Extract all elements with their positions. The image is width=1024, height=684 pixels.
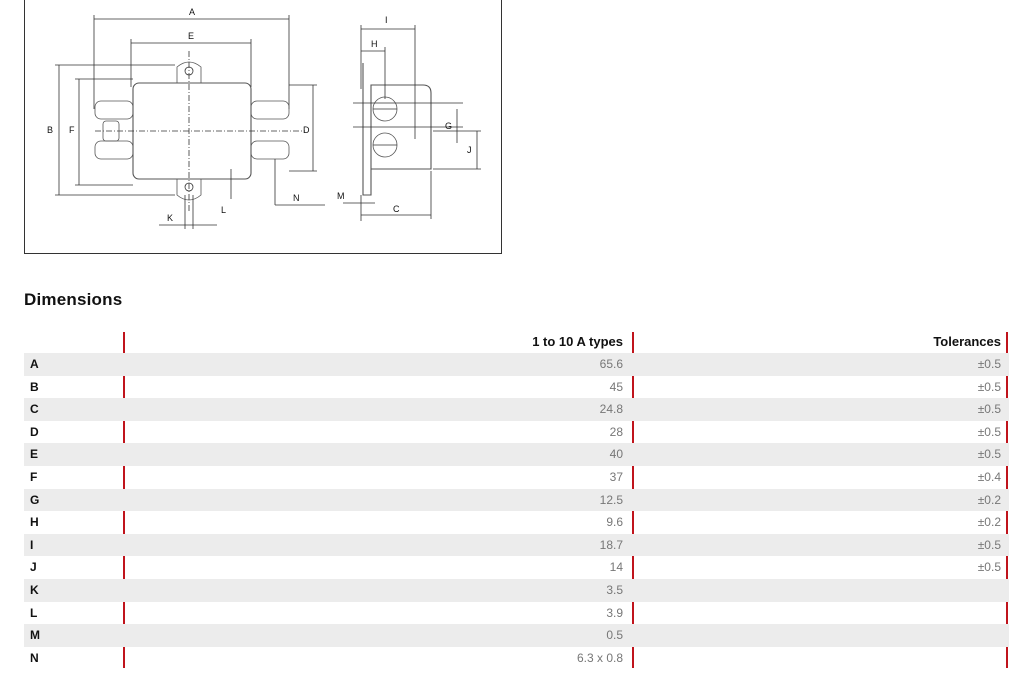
row-tolerance: ±0.4	[977, 469, 1001, 484]
header-tolerances: Tolerances	[933, 334, 1001, 349]
label-G: G	[445, 121, 452, 131]
table-row: H 9.6 ±0.2	[24, 511, 1009, 534]
row-tolerance: ±0.5	[977, 357, 1001, 371]
row-value: 3.9	[606, 605, 623, 620]
row-value: 6.3 x 0.8	[576, 650, 623, 665]
row-label: M	[30, 628, 40, 643]
table-row: G 12.5 ±0.2	[24, 488, 1009, 512]
row-value: 28	[609, 424, 623, 439]
table-row: D 28 ±0.5	[24, 421, 1009, 444]
label-L: L	[221, 205, 226, 215]
row-value: 40	[609, 447, 623, 462]
table-row: E 40 ±0.5	[24, 443, 1009, 466]
row-tolerance: ±0.2	[977, 515, 1001, 530]
row-label: F	[30, 469, 38, 484]
row-label: B	[30, 379, 39, 394]
row-label: H	[30, 515, 39, 530]
row-label: I	[30, 537, 34, 552]
table-row: N 6.3 x 0.8	[24, 647, 1009, 670]
row-label: J	[30, 560, 37, 575]
row-tolerance: ±0.5	[977, 402, 1001, 417]
row-label: D	[30, 424, 39, 439]
table-row: M 0.5	[24, 624, 1009, 647]
row-tolerance: ±0.5	[977, 379, 1001, 394]
label-C: C	[393, 204, 400, 214]
label-F: F	[69, 125, 75, 135]
row-value: 3.5	[606, 582, 623, 597]
label-K: K	[167, 213, 173, 223]
row-value: 45	[609, 379, 623, 394]
row-label: A	[30, 357, 39, 371]
row-value: 14	[609, 560, 623, 575]
row-value: 12.5	[599, 492, 623, 507]
label-D: D	[303, 125, 310, 135]
row-value: 9.6	[606, 515, 623, 530]
row-label: N	[30, 650, 39, 665]
table-row: C 24.8 ±0.5	[24, 398, 1009, 421]
table-row: K 3.5	[24, 578, 1009, 602]
row-value: 37	[609, 469, 623, 484]
row-tolerance: ±0.5	[977, 447, 1001, 462]
row-value: 65.6	[599, 357, 623, 371]
row-label: E	[30, 447, 39, 462]
table-row: L 3.9	[24, 602, 1009, 625]
label-B: B	[47, 125, 53, 135]
table-row: B 45 ±0.5	[24, 376, 1009, 399]
row-value: 24.8	[599, 402, 623, 417]
row-label: L	[30, 605, 38, 620]
table-row: J 14 ±0.5	[24, 556, 1009, 579]
section-title: Dimensions	[24, 290, 123, 309]
label-I: I	[385, 15, 388, 25]
row-tolerance: ±0.5	[977, 560, 1001, 575]
row-value: 0.5	[606, 628, 623, 643]
label-H: H	[371, 39, 378, 49]
label-A: A	[189, 7, 195, 17]
row-tolerance: ±0.5	[977, 424, 1001, 439]
row-value: 18.7	[599, 537, 623, 552]
label-M: M	[337, 191, 345, 201]
header-types: 1 to 10 A types	[532, 334, 623, 349]
table-row: F 37 ±0.4	[24, 466, 1009, 489]
table-header: 1 to 10 A types Tolerances	[24, 330, 1009, 353]
row-tolerance: ±0.2	[977, 492, 1001, 507]
table-row: A 65.6 ±0.5	[24, 353, 1009, 376]
table-row: I 18.7 ±0.5	[24, 533, 1009, 557]
label-N: N	[293, 193, 300, 203]
technical-drawing: A E B F D	[24, 0, 502, 254]
row-tolerance: ±0.5	[977, 537, 1001, 552]
row-label: G	[30, 492, 40, 507]
row-label: K	[30, 582, 39, 597]
label-J: J	[467, 145, 472, 155]
row-label: C	[30, 402, 39, 417]
label-E: E	[188, 31, 194, 41]
dimension-diagram: A E B F D	[47, 7, 481, 229]
